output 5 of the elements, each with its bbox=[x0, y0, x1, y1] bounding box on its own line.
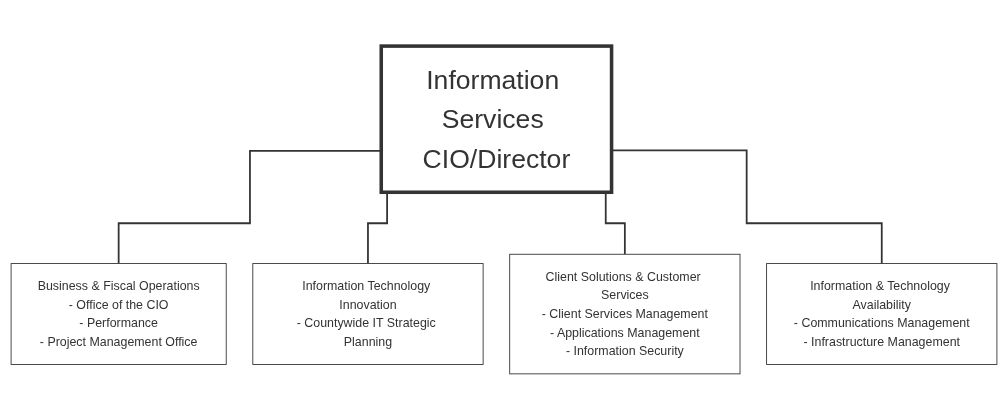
node-box: Business & Fiscal Operations - Office of the CIO - Performance - Project Management Office bbox=[10, 263, 227, 366]
node-box: Client Solutions & Customer Services - Client Services Management - Applications Management - Information Security bbox=[509, 253, 741, 375]
node-box: Information Technology Innovation - Countywide IT Strategic Planning bbox=[252, 263, 484, 366]
node-box: Information Services CIO/Director bbox=[379, 44, 614, 195]
node-box: Information & Technology Availability - Communications Management - Infrastructure Management bbox=[766, 263, 998, 366]
